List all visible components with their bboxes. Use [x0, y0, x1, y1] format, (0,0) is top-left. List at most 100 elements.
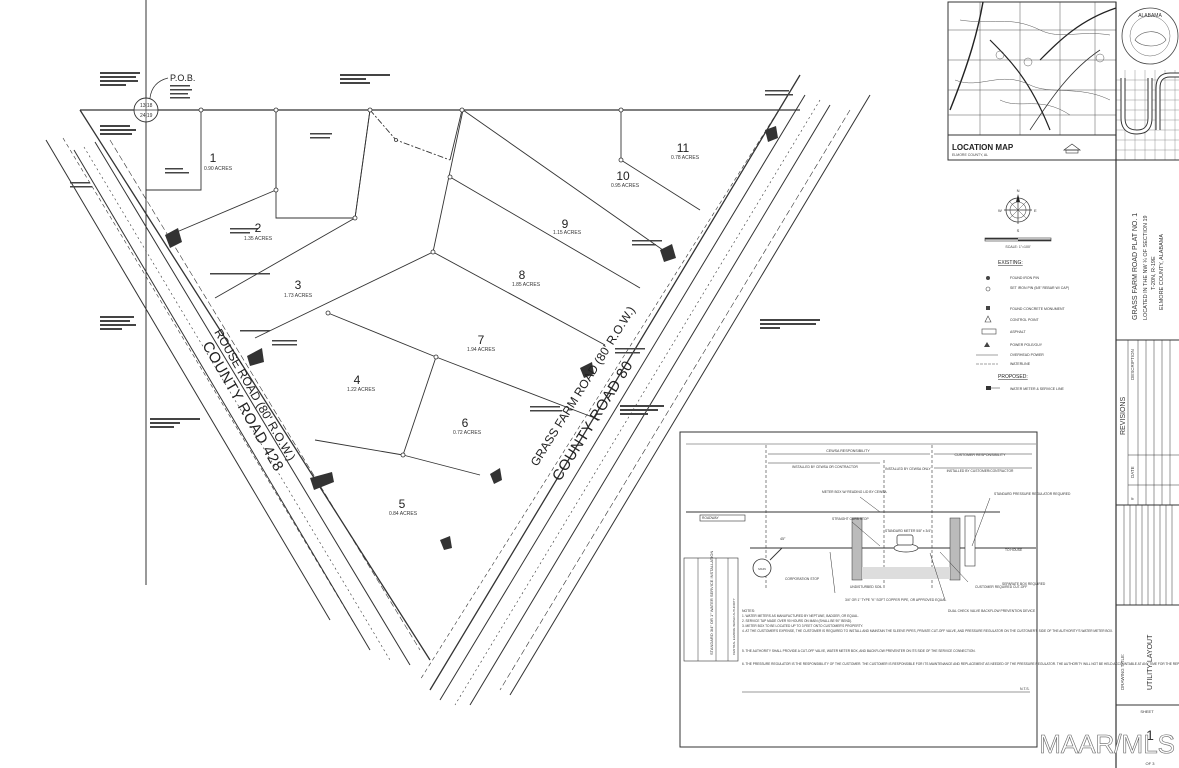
svg-text:2. SERVICE TAP MADE OVER 90 HO: 2. SERVICE TAP MADE OVER 90 HOURS ON MAI… — [742, 619, 852, 623]
svg-text:CONTROL POINT: CONTROL POINT — [1010, 318, 1040, 322]
svg-text:3/4" OR 1" TYPE "K" SOFT COPPE: 3/4" OR 1" TYPE "K" SOFT COPPER PIPE, OR… — [845, 598, 946, 602]
location-map: LOCATION MAP ELMORE COUNTY, AL — [947, 1, 1117, 161]
pob-marker: 13|18 24|19 P.O.B. — [133, 73, 195, 123]
svg-text:9: 9 — [562, 217, 569, 231]
lot-11: 110.78 ACRES — [671, 141, 700, 161]
svg-text:STRAIGHT CURB STOP: STRAIGHT CURB STOP — [832, 517, 869, 521]
lot-2: 21.35 ACRES — [244, 221, 273, 242]
svg-text:4: 4 — [354, 373, 361, 387]
pob-label: P.O.B. — [170, 73, 195, 83]
svg-text:8: 8 — [519, 268, 526, 282]
svg-text:7: 7 — [478, 333, 485, 347]
svg-text:3. METER BOX TO BE LOCATED UP: 3. METER BOX TO BE LOCATED UP TO 3 FEET … — [742, 624, 864, 628]
svg-text:1.73 ACRES: 1.73 ACRES — [284, 293, 313, 299]
lot-5: 50.84 ACRES — [389, 497, 418, 517]
svg-text:METER BOX W/ READING LID BY CE: METER BOX W/ READING LID BY CEWSA — [822, 490, 887, 494]
svg-text:INSTALLED BY CEWSA ONLY: INSTALLED BY CEWSA ONLY — [885, 467, 931, 471]
svg-text:MAIN: MAIN — [758, 567, 766, 571]
revisions-label: REVISIONS — [1120, 397, 1127, 435]
svg-text:POWER POLE/GUY: POWER POLE/GUY — [1010, 343, 1043, 347]
pob-corner-top: 13|18 — [140, 103, 153, 109]
svg-text:1.85 ACRES: 1.85 ACRES — [512, 282, 541, 288]
location-line-1: LOCATED IN THE NW ¼ OF SECTION 19 — [1143, 215, 1149, 320]
svg-text:ROADWAY: ROADWAY — [702, 516, 719, 520]
svg-text:CUSTOMER RESPONSIBILITY: CUSTOMER RESPONSIBILITY — [954, 453, 1006, 457]
water-service-detail: CEWSA RESPONSIBILITY CUSTOMER RESPONSIBI… — [679, 431, 1179, 748]
svg-text:CEWSA RESPONSIBILITY: CEWSA RESPONSIBILITY — [826, 449, 870, 453]
grass-farm-road — [419, 74, 871, 706]
north-arrow-icon: N S E W — [998, 188, 1037, 233]
svg-text:FOUND IRON PIN: FOUND IRON PIN — [1010, 276, 1039, 280]
scale-bar: SCALE: 1"=100' — [984, 237, 1052, 249]
lot-3: 31.73 ACRES — [284, 278, 313, 299]
svg-text:0.78 ACRES: 0.78 ACRES — [671, 155, 700, 161]
svg-text:DUAL CHECK VALVE BACKFLOW PREV: DUAL CHECK VALVE BACKFLOW PREVENTION DEV… — [948, 609, 1036, 613]
svg-text:TO HOUSE: TO HOUSE — [1005, 548, 1023, 552]
svg-text:1. WATER METERS AS MANUFACTURE: 1. WATER METERS AS MANUFACTURED BY NEPTU… — [742, 614, 859, 618]
svg-text:1.15 ACRES: 1.15 ACRES — [553, 230, 582, 236]
svg-text:STANDARD PRESSURE REGULATOR RE: STANDARD PRESSURE REGULATOR REQUIRED — [994, 492, 1071, 496]
svg-text:5. THE AUTHORITY SHALL PROVIDE: 5. THE AUTHORITY SHALL PROVIDE A CUT-OFF… — [742, 649, 976, 653]
pob-corner-bottom: 24|19 — [140, 113, 153, 119]
sheet-number: 1 — [1146, 727, 1154, 743]
svg-text:3: 3 — [295, 278, 302, 292]
svg-text:INSTALLED BY CEWSA OR CONTRACT: INSTALLED BY CEWSA OR CONTRACTOR — [792, 465, 858, 469]
svg-text:1: 1 — [210, 151, 217, 165]
svg-text:SHEET: SHEET — [1140, 709, 1154, 714]
svg-text:CENTRAL ELMORE WATER AUTHORITY: CENTRAL ELMORE WATER AUTHORITY — [732, 598, 736, 655]
svg-text:UNDISTURBED SOIL: UNDISTURBED SOIL — [850, 585, 882, 589]
svg-text:ASPHALT: ASPHALT — [1010, 330, 1027, 334]
title-block — [1115, 2, 1179, 768]
water-meter-symbols — [165, 126, 778, 550]
firm-logo — [1116, 70, 1179, 160]
svg-text:N: N — [1017, 188, 1020, 193]
detail-notes: 1. WATER METERS AS MANUFACTURED BY NEPTU… — [742, 614, 1179, 666]
svg-text:6. THE PRESSURE REGULATOR IS T: 6. THE PRESSURE REGULATOR IS THE RESPONS… — [742, 662, 1179, 666]
legend-items: FOUND IRON PIN SET IRON PIN (5/8" REBAR … — [976, 276, 1069, 366]
svg-text:FOUND CONCRETE MONUMENT: FOUND CONCRETE MONUMENT — [1010, 307, 1065, 311]
svg-text:OF 3: OF 3 — [1146, 761, 1156, 766]
svg-text:SEPARATE BOX REQUIRED: SEPARATE BOX REQUIRED — [1002, 582, 1046, 586]
svg-text:WATERLINE: WATERLINE — [1010, 362, 1031, 366]
svg-text:NOTES:: NOTES: — [742, 609, 755, 613]
location-line-3: ELMORE COUNTY, ALABAMA — [1159, 234, 1165, 310]
lot-lines — [146, 109, 701, 476]
county-seal: ALABAMA — [1116, 2, 1179, 70]
rouse-road — [45, 109, 431, 666]
project-title: GRASS FARM ROAD PLAT NO. 1 — [1132, 213, 1139, 320]
monuments — [198, 107, 624, 458]
svg-text:CUSTOMER REQUIRED CUT-OFF: CUSTOMER REQUIRED CUT-OFF — [975, 585, 1027, 589]
svg-text:10: 10 — [616, 169, 630, 183]
svg-text:OVERHEAD POWER: OVERHEAD POWER — [1010, 353, 1044, 357]
svg-text:DATE: DATE — [1130, 466, 1135, 478]
mls-watermark: MAAR/MLS — [1039, 729, 1175, 760]
svg-text:E: E — [1034, 208, 1037, 213]
legend-existing-title: EXISTING: — [998, 260, 1023, 266]
title-block-text: GRASS FARM ROAD PLAT NO. 1 LOCATED IN TH… — [1120, 213, 1165, 766]
svg-text:N.T.S.: N.T.S. — [1020, 687, 1030, 691]
svg-text:WATER METER & SERVICE LINE: WATER METER & SERVICE LINE — [1010, 387, 1064, 391]
lot-8: 81.85 ACRES — [512, 268, 541, 288]
legend: N S E W SCALE: 1"=100' EXISTING: FOUND I… — [976, 188, 1069, 391]
svg-text:DRAWING TITLE:: DRAWING TITLE: — [1120, 654, 1125, 690]
lot-9: 91.15 ACRES — [553, 217, 582, 236]
lot-1: 10.90 ACRES — [204, 151, 233, 172]
adjoiner-labels — [70, 72, 820, 428]
svg-text:INSTALLED BY CUSTOMER/CONTRACT: INSTALLED BY CUSTOMER/CONTRACTOR — [947, 469, 1014, 473]
svg-text:CORPORATION STOP: CORPORATION STOP — [785, 577, 820, 581]
svg-text:S: S — [1017, 228, 1020, 233]
svg-text:SET IRON PIN (5/8" REBAR W/ CA: SET IRON PIN (5/8" REBAR W/ CAP) — [1010, 286, 1069, 290]
lot-4: 41.22 ACRES — [347, 373, 376, 393]
location-map-title: LOCATION MAP — [952, 143, 1014, 152]
svg-text:W: W — [998, 208, 1002, 213]
svg-text:1.22 ACRES: 1.22 ACRES — [347, 387, 376, 393]
svg-text:0.95 ACRES: 0.95 ACRES — [611, 183, 640, 189]
svg-text:STANDARD METER 5/8" x 3/4": STANDARD METER 5/8" x 3/4" — [885, 529, 932, 533]
lot-10: 100.95 ACRES — [611, 169, 640, 189]
svg-text:0.90 ACRES: 0.90 ACRES — [204, 166, 233, 172]
lot-7: 71.94 ACRES — [467, 333, 496, 353]
svg-text:1.35 ACRES: 1.35 ACRES — [244, 236, 273, 242]
location-line-2: T-20N, R-19E — [1151, 256, 1157, 290]
lot-labels: 10.90 ACRES 21.35 ACRES 31.73 ACRES 41.2… — [204, 141, 700, 517]
